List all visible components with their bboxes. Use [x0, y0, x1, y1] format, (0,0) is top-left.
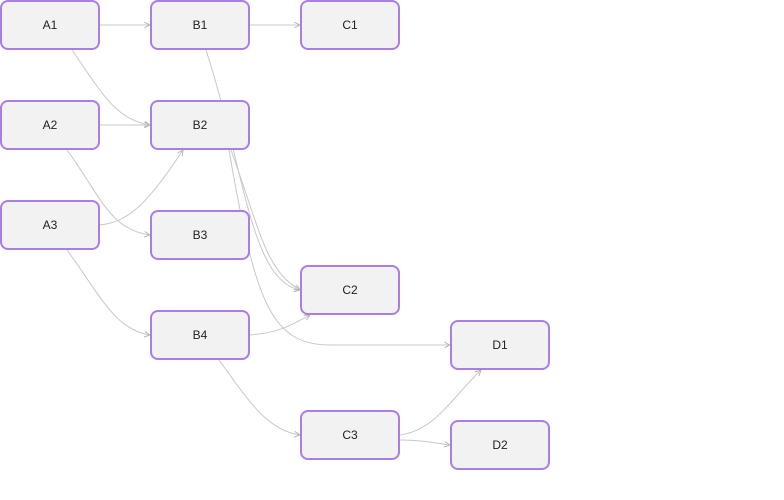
- node-a2-label: A2: [43, 118, 58, 132]
- nodes-layer: A1 A2 A3 B1 B2 B3 B4 C1: [0, 0, 550, 470]
- edge-a2-b3: [66, 149, 150, 235]
- node-b3[interactable]: B3: [150, 210, 250, 260]
- node-c3-label: C3: [342, 428, 358, 442]
- node-a3[interactable]: A3: [0, 200, 100, 250]
- node-b2-label: B2: [193, 118, 208, 132]
- node-b1[interactable]: B1: [150, 0, 250, 50]
- edge-b1-c2: [205, 49, 300, 290]
- node-d2[interactable]: D2: [450, 420, 550, 470]
- edge-b4-c3: [218, 359, 300, 435]
- node-d1[interactable]: D1: [450, 320, 550, 370]
- edge-c3-d2: [399, 439, 450, 445]
- node-c2[interactable]: C2: [300, 265, 400, 315]
- node-b4[interactable]: B4: [150, 310, 250, 360]
- node-c2-label: C2: [342, 283, 358, 297]
- edge-a3-b4: [66, 249, 150, 335]
- node-a1[interactable]: A1: [0, 0, 100, 50]
- node-b3-label: B3: [193, 228, 208, 242]
- node-b4-label: B4: [193, 328, 208, 342]
- edge-a3-b2: [99, 150, 183, 226]
- edges-layer: [66, 25, 481, 445]
- node-a3-label: A3: [43, 218, 58, 232]
- edge-b2-c2: [230, 149, 300, 290]
- edge-b2-d1: [228, 149, 450, 345]
- node-c1-label: C1: [342, 18, 358, 32]
- node-c1[interactable]: C1: [300, 0, 400, 50]
- edge-c3-d1: [399, 370, 481, 436]
- node-a2[interactable]: A2: [0, 100, 100, 150]
- edge-b4-c2: [249, 315, 310, 336]
- node-c3[interactable]: C3: [300, 410, 400, 460]
- node-a1-label: A1: [43, 18, 58, 32]
- node-d1-label: D1: [492, 338, 508, 352]
- node-d2-label: D2: [492, 438, 508, 452]
- edge-a1-b2: [71, 49, 150, 125]
- node-b1-label: B1: [193, 18, 208, 32]
- node-b2[interactable]: B2: [150, 100, 250, 150]
